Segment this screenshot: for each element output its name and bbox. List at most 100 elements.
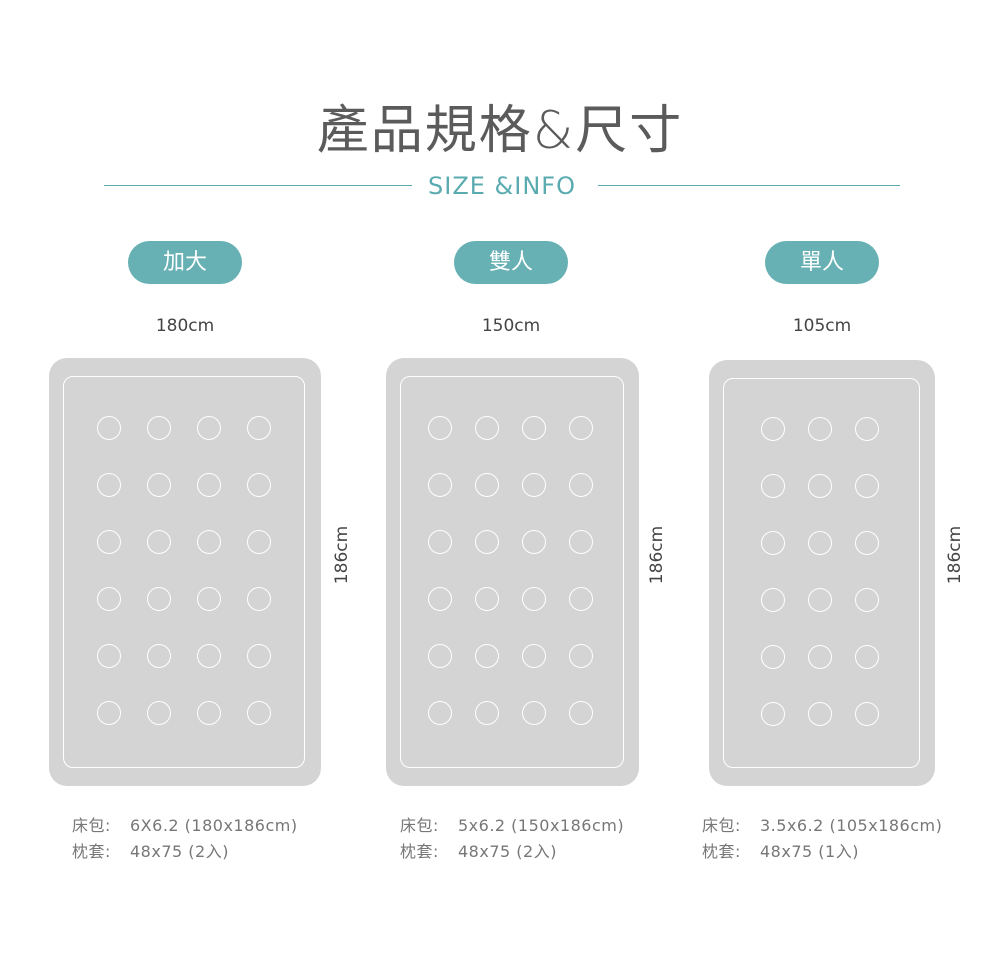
bed-dot <box>147 416 171 440</box>
bed-dot <box>808 474 832 498</box>
bed-diagram-double <box>386 358 639 786</box>
spec-row-pillowcase: 枕套: 48x75 (2入) <box>400 839 624 865</box>
spec-label: 枕套: <box>72 842 111 861</box>
bed-dot <box>761 531 785 555</box>
bed-dot <box>428 473 452 497</box>
bed-dot <box>808 531 832 555</box>
bed-dot <box>522 587 546 611</box>
bed-dot <box>147 587 171 611</box>
bed-inner-border <box>63 376 305 768</box>
bed-dot <box>855 531 879 555</box>
spec-row-pillowcase: 枕套: 48x75 (1入) <box>702 839 942 865</box>
bed-dot <box>197 473 221 497</box>
bed-dot <box>569 644 593 668</box>
bed-dot <box>475 644 499 668</box>
bed-dot <box>569 530 593 554</box>
bed-dot <box>855 702 879 726</box>
bed-dot <box>855 474 879 498</box>
spec-label: 床包: <box>702 816 741 835</box>
spec-row-fitted-sheet: 床包: 6X6.2 (180x186cm) <box>72 813 298 839</box>
bed-dot <box>247 416 271 440</box>
spec-value: 48x75 (2入) <box>130 842 229 861</box>
bed-dot <box>475 701 499 725</box>
size-badge-double: 雙人 <box>454 241 568 284</box>
bed-dot <box>197 587 221 611</box>
bed-dot <box>428 587 452 611</box>
bed-dot <box>97 416 121 440</box>
bed-dot <box>808 417 832 441</box>
bed-dot <box>569 701 593 725</box>
spec-row-fitted-sheet: 床包: 5x6.2 (150x186cm) <box>400 813 624 839</box>
bed-dot <box>197 530 221 554</box>
bed-dot <box>247 587 271 611</box>
height-label-king: 186cm <box>332 525 352 585</box>
size-badge-king: 加大 <box>128 241 242 284</box>
spec-double: 床包: 5x6.2 (150x186cm) 枕套: 48x75 (2入) <box>400 813 624 865</box>
bed-dot <box>197 701 221 725</box>
bed-dot <box>97 587 121 611</box>
bed-dot <box>147 644 171 668</box>
bed-dot <box>97 473 121 497</box>
bed-dot <box>761 702 785 726</box>
bed-dot <box>247 530 271 554</box>
spec-row-fitted-sheet: 床包: 3.5x6.2 (105x186cm) <box>702 813 942 839</box>
bed-dot <box>97 644 121 668</box>
bed-inner-border <box>723 378 920 768</box>
bed-dot <box>808 588 832 612</box>
width-label-single: 105cm <box>792 316 852 336</box>
spec-single: 床包: 3.5x6.2 (105x186cm) 枕套: 48x75 (1入) <box>702 813 942 865</box>
bed-dot <box>247 644 271 668</box>
bed-dot <box>761 417 785 441</box>
bed-dot <box>147 530 171 554</box>
bed-dot <box>475 587 499 611</box>
bed-inner-border <box>400 376 624 768</box>
spec-value: 48x75 (2入) <box>458 842 557 861</box>
width-label-double: 150cm <box>481 316 541 336</box>
bed-dot <box>855 645 879 669</box>
subtitle-row: SIZE &INFO <box>104 172 900 202</box>
bed-dot <box>761 474 785 498</box>
spec-value: 48x75 (1入) <box>760 842 859 861</box>
spec-king: 床包: 6X6.2 (180x186cm) 枕套: 48x75 (2入) <box>72 813 298 865</box>
bed-dot <box>569 416 593 440</box>
spec-value: 6X6.2 (180x186cm) <box>130 816 298 835</box>
bed-dot <box>428 644 452 668</box>
height-label-single: 186cm <box>945 525 965 585</box>
bed-dot <box>475 416 499 440</box>
bed-dot <box>147 473 171 497</box>
bed-dot <box>855 588 879 612</box>
bed-diagram-single <box>709 360 935 786</box>
bed-dot <box>147 701 171 725</box>
spec-value: 3.5x6.2 (105x186cm) <box>760 816 943 835</box>
bed-dot <box>855 417 879 441</box>
spec-label: 床包: <box>72 816 111 835</box>
bed-dot <box>475 530 499 554</box>
spec-label: 枕套: <box>702 842 741 861</box>
bed-dot <box>522 701 546 725</box>
bed-dot <box>808 645 832 669</box>
size-badge-single: 單人 <box>765 241 879 284</box>
bed-dot <box>569 587 593 611</box>
page-title: 產品規格&尺寸 <box>316 101 684 161</box>
bed-dot <box>808 702 832 726</box>
bed-dot <box>428 416 452 440</box>
spec-label: 枕套: <box>400 842 439 861</box>
spec-value: 5x6.2 (150x186cm) <box>458 816 625 835</box>
bed-dot <box>247 473 271 497</box>
bed-dot <box>522 473 546 497</box>
spec-label: 床包: <box>400 816 439 835</box>
bed-dot <box>522 530 546 554</box>
bed-dot <box>522 644 546 668</box>
bed-dot <box>475 473 499 497</box>
spec-row-pillowcase: 枕套: 48x75 (2入) <box>72 839 298 865</box>
divider-left <box>104 185 412 186</box>
height-label-double: 186cm <box>647 525 667 585</box>
width-label-king: 180cm <box>155 316 215 336</box>
bed-dot <box>761 588 785 612</box>
bed-dot <box>97 701 121 725</box>
subtitle: SIZE &INFO <box>428 172 576 200</box>
bed-dot <box>247 701 271 725</box>
bed-dot <box>569 473 593 497</box>
divider-right <box>598 185 900 186</box>
bed-dot <box>97 530 121 554</box>
